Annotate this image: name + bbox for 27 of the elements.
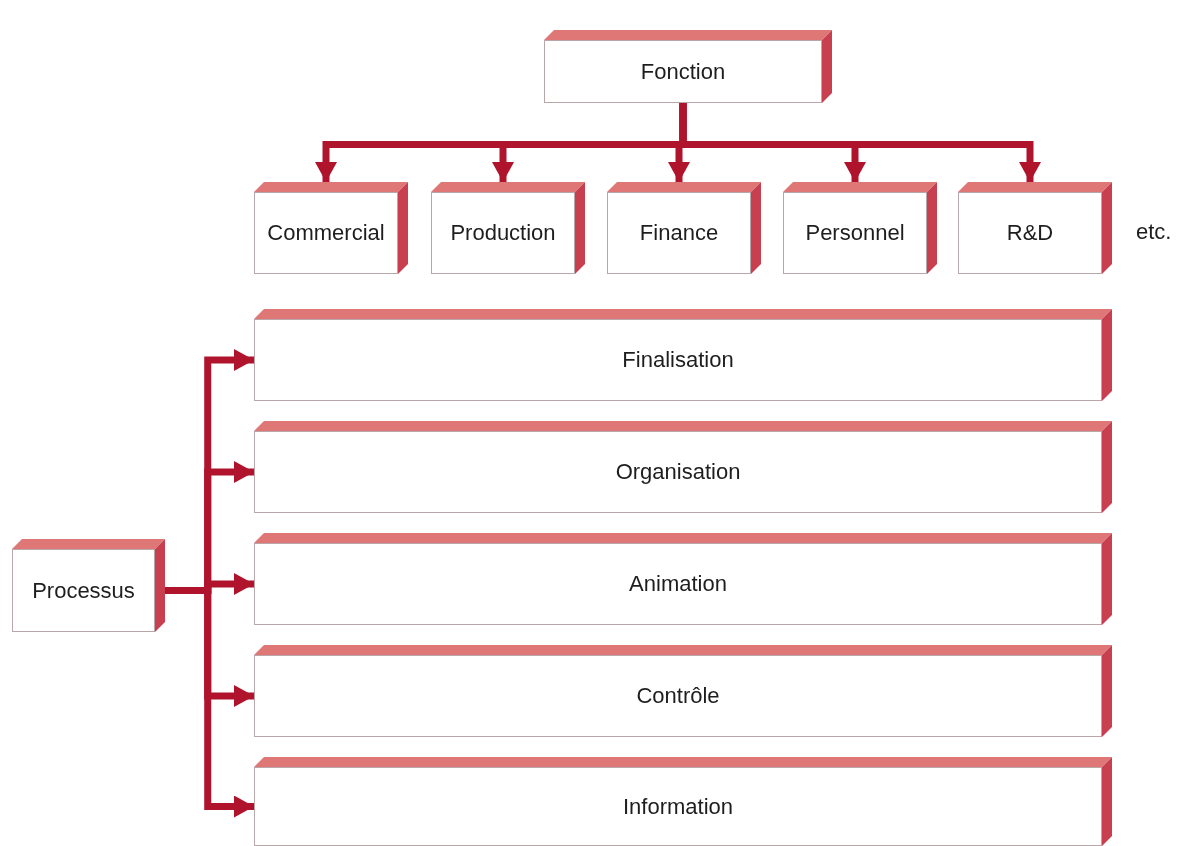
box-3d: [254, 182, 408, 274]
note-text: etc.: [1136, 219, 1172, 245]
box-3d: [958, 182, 1112, 274]
arrow: [679, 103, 1041, 182]
box-3d: [12, 539, 165, 632]
box-3d: [254, 533, 1112, 625]
box-label: Information: [622, 793, 734, 820]
box-3d: [254, 757, 1112, 846]
box-label: R&D: [1006, 220, 1054, 246]
box-3d: [783, 182, 937, 274]
box-label: Production: [450, 220, 556, 246]
box-label: Animation: [629, 571, 727, 597]
arrow: [165, 587, 254, 818]
box-label: Fonction: [640, 58, 726, 85]
box-3d: [254, 309, 1112, 401]
box-3d: [544, 30, 832, 103]
box-3d: [607, 182, 761, 274]
box-label: Finalisation: [622, 347, 734, 373]
box-3d: [431, 182, 585, 274]
box-3d: [254, 421, 1112, 513]
box-label: Finance: [639, 220, 719, 246]
box-label: Organisation: [615, 459, 741, 485]
box-label: Personnel: [805, 220, 905, 246]
box-3d: [254, 645, 1112, 737]
box-label: Processus: [32, 577, 135, 604]
box-label: Contrôle: [636, 683, 720, 709]
box-label: Commercial: [267, 220, 385, 246]
